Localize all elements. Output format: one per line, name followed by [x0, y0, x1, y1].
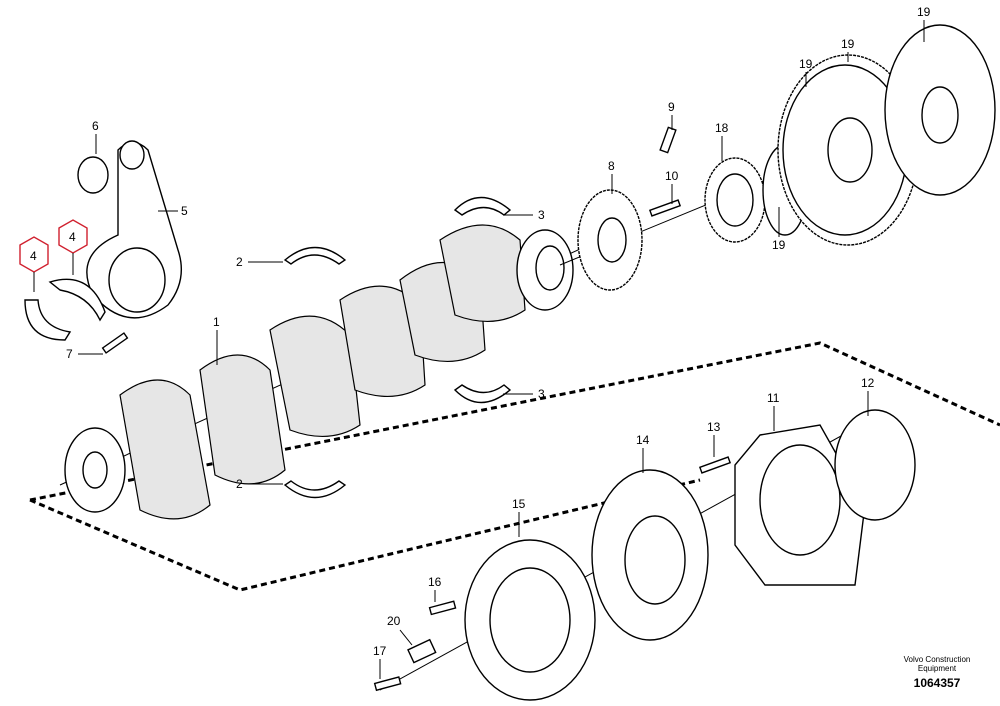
pin[interactable]: [659, 126, 677, 154]
callout-6: 6: [92, 119, 99, 133]
callout-17: 17: [373, 644, 387, 658]
connecting-rod[interactable]: [86, 140, 182, 319]
callout-3: 3: [538, 208, 545, 222]
main-bearing-upper[interactable]: [283, 246, 347, 265]
thrust-washer-upper[interactable]: [453, 196, 512, 216]
callout-15: 15: [512, 497, 526, 511]
callout-5: 5: [181, 204, 188, 218]
callout-2: 2: [236, 255, 243, 269]
callout-14: 14: [636, 433, 650, 447]
callout-19: 19: [772, 238, 786, 252]
callout-labels: 1 2 2 3 3 4 4 5 6 7 8 9 10 11 12 13 14 1…: [30, 5, 931, 658]
publisher-label: Volvo Construction Equipment: [903, 655, 971, 673]
callout-20: 20: [387, 614, 401, 628]
bearing-shell[interactable]: [24, 299, 72, 341]
callout-11: 11: [767, 391, 780, 405]
callout-9: 9: [668, 100, 675, 114]
callout-7: 7: [66, 347, 73, 361]
callout-1: 1: [213, 315, 220, 329]
callout-19: 19: [799, 57, 813, 71]
highlight-hex: [58, 219, 88, 254]
sensor-bolt[interactable]: [373, 676, 402, 692]
damper-bolt[interactable]: [428, 600, 457, 616]
gear-bolt[interactable]: [648, 199, 682, 217]
callout-10: 10: [665, 169, 679, 183]
highlight-hex: [19, 236, 49, 273]
drawing-number: 1064357: [913, 676, 961, 690]
callout-4: 4: [69, 230, 76, 244]
seal-ring-rear[interactable]: [834, 409, 916, 521]
sensor[interactable]: [407, 638, 437, 664]
callout-12: 12: [861, 376, 875, 390]
crankshaft[interactable]: [64, 224, 574, 520]
bearing-shell[interactable]: [48, 278, 106, 322]
assembly-boundary: [29, 341, 1000, 502]
cover-bolt[interactable]: [698, 456, 732, 474]
bushing[interactable]: [77, 156, 109, 194]
leader-lines: [33, 20, 925, 679]
callout-16: 16: [428, 575, 442, 589]
callout-19: 19: [917, 5, 931, 19]
callout-2: 2: [236, 477, 243, 491]
callout-19: 19: [841, 37, 855, 51]
callout-18: 18: [715, 121, 729, 135]
callout-13: 13: [707, 420, 721, 434]
thrust-washer-lower[interactable]: [453, 384, 512, 404]
callout-4: 4: [30, 249, 37, 263]
callout-8: 8: [608, 159, 615, 173]
assembly-boundary-lower: [29, 478, 701, 592]
callout-3: 3: [538, 387, 545, 401]
main-bearing-lower[interactable]: [283, 480, 347, 499]
conrod-bolt[interactable]: [101, 332, 129, 354]
